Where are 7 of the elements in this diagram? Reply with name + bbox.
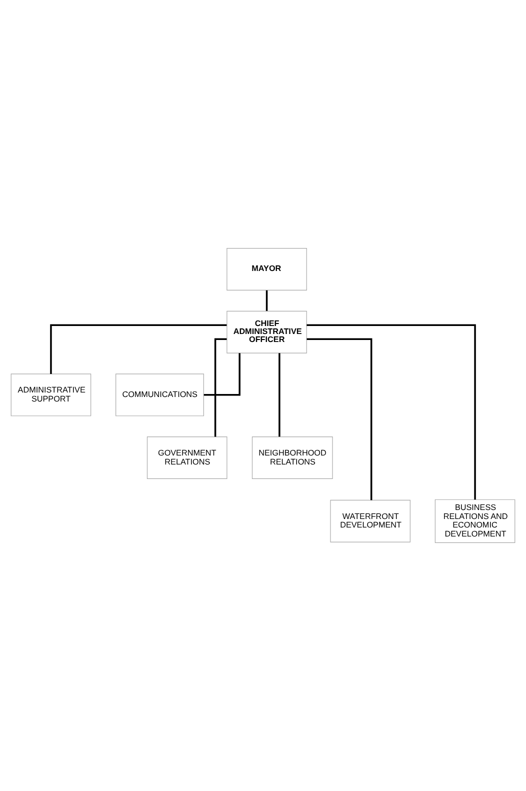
connector (306, 324, 476, 500)
connector (214, 338, 227, 437)
connector (266, 290, 268, 311)
connector (306, 338, 372, 500)
connector (204, 353, 240, 396)
connector (278, 353, 280, 437)
connector (50, 324, 227, 374)
